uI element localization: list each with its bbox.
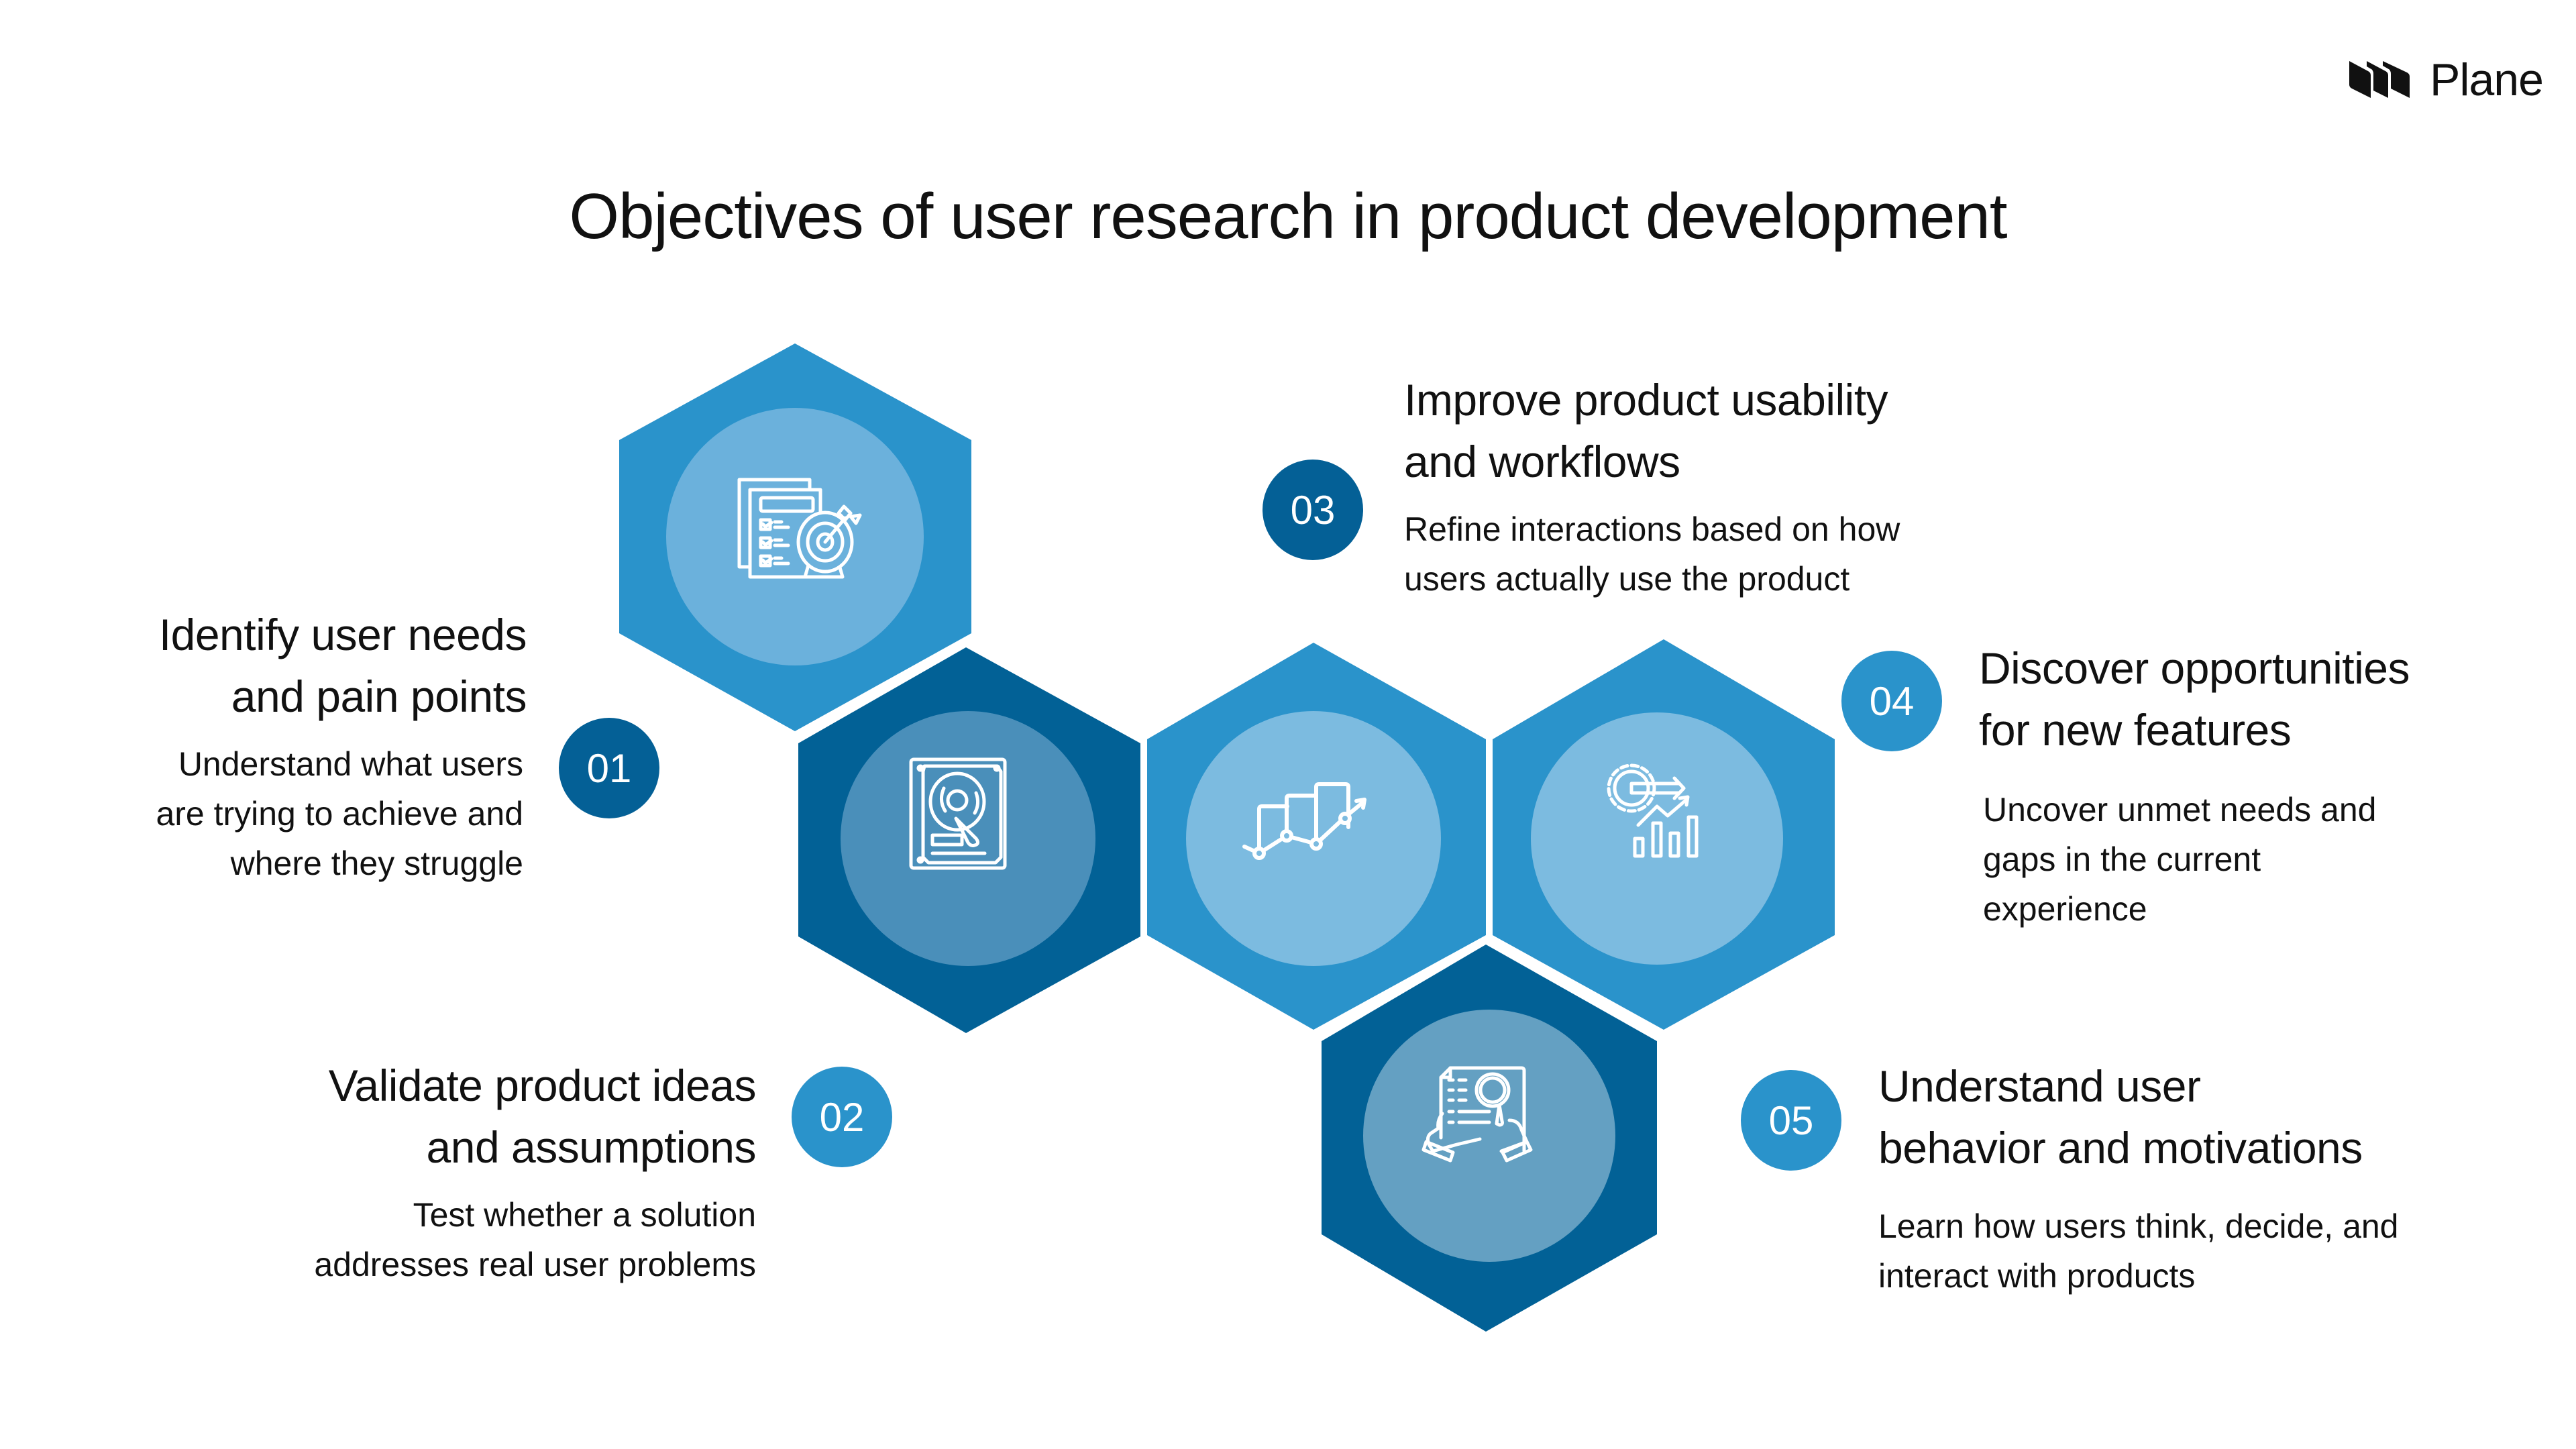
badge-01: 01 xyxy=(559,718,659,818)
target-checklist-icon xyxy=(737,478,862,579)
gear-analytics-icon xyxy=(1607,763,1699,858)
objective-02: Validate product ideas and assumptions T… xyxy=(152,1055,756,1289)
hexagon-04 xyxy=(1493,639,1835,1030)
objective-05-heading: Understand user behavior and motivations xyxy=(1878,1061,2363,1173)
objective-03: Improve product usability and workflows … xyxy=(1404,369,2008,604)
badge-04: 04 xyxy=(1841,651,1942,751)
hexagon-03 xyxy=(1147,643,1486,1030)
growth-chart-icon xyxy=(1242,782,1366,860)
objective-02-heading: Validate product ideas and assumptions xyxy=(328,1061,757,1172)
document-search-icon xyxy=(1421,1066,1533,1163)
objective-04: Discover opportunities for new features … xyxy=(1979,637,2516,934)
objective-05-description: Learn how users think, decide, and inter… xyxy=(1878,1208,2399,1295)
objective-03-description: Refine interactions based on how users a… xyxy=(1404,511,1900,598)
objective-01-heading: Identify user needs and pain points xyxy=(158,610,527,721)
objective-03-heading: Improve product usability and workflows xyxy=(1404,375,1888,486)
objective-02-description: Test whether a solution addresses real u… xyxy=(314,1196,756,1283)
brand-logo: Plane xyxy=(2348,54,2544,106)
badge-05: 05 xyxy=(1741,1070,1841,1171)
plane-logo-icon xyxy=(2349,61,2410,98)
objective-05: Understand user behavior and motivations… xyxy=(1878,1055,2482,1301)
page-title: Objectives of user research in product d… xyxy=(569,180,2007,252)
badge-02: 02 xyxy=(792,1067,892,1167)
badge-03: 03 xyxy=(1263,460,1363,560)
hexagon-05 xyxy=(1322,945,1657,1332)
objective-04-description: Uncover unmet needs and gaps in the curr… xyxy=(1983,791,2377,928)
objective-01: Identify user needs and pain points Unde… xyxy=(44,604,527,888)
brand-name: Plane xyxy=(2430,54,2544,105)
hexagon-01 xyxy=(619,343,971,731)
hard-drive-icon xyxy=(909,757,1007,870)
objective-04-heading: Discover opportunities for new features xyxy=(1979,643,2410,755)
hexagon-02 xyxy=(798,647,1140,1033)
objective-01-description: Understand what users are trying to achi… xyxy=(156,745,523,882)
